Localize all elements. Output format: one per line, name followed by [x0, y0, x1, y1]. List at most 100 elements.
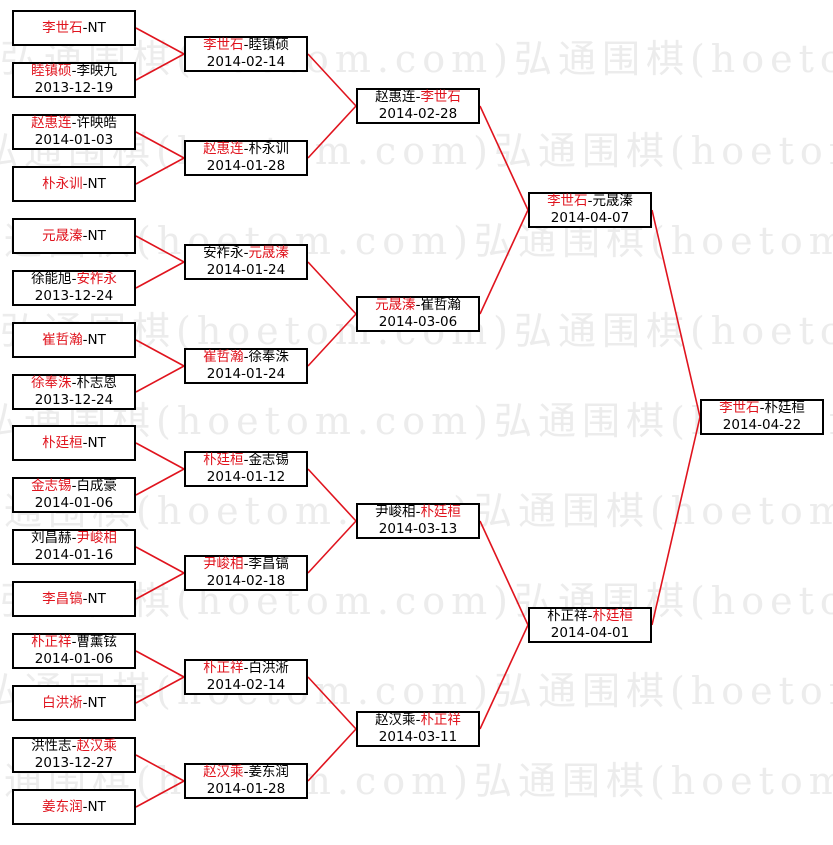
player-2: 许映皓	[76, 115, 117, 131]
player-1: 尹峻相	[203, 556, 244, 572]
player-2: 睦镇硕	[248, 37, 289, 53]
match-players: 朴廷桓-金志锡	[203, 452, 289, 469]
match-players: 崔哲瀚-徐奉洙	[203, 349, 289, 366]
separator: -	[82, 590, 88, 607]
match-players: 朴正祥-曹薰铉	[31, 634, 117, 651]
player-1: 元晟溱	[375, 297, 416, 313]
match-players: 安祚永-元晟溱	[203, 245, 289, 262]
player-1: 安祚永	[203, 245, 244, 261]
match-date: 2014-03-06	[378, 314, 458, 330]
match-players: 李世石-NT	[42, 20, 106, 37]
match-date: 2014-01-28	[206, 158, 286, 174]
separator: -	[243, 660, 249, 676]
player-2: 朴永训	[248, 141, 289, 157]
connector-line	[135, 365, 185, 393]
connector-line	[135, 53, 185, 81]
player-1: 崔哲瀚	[42, 331, 83, 348]
player-1: 刘昌赫	[31, 530, 72, 546]
player-2: NT	[87, 434, 106, 451]
connector-line	[135, 468, 185, 496]
match-players: 元晟溱-NT	[42, 228, 106, 245]
match-players: 李世石-朴廷桓	[719, 400, 805, 417]
connector-line	[651, 209, 701, 418]
connector-line	[135, 572, 185, 600]
separator: -	[243, 556, 249, 572]
connector-line	[307, 313, 357, 367]
player-1: 朴正祥	[31, 634, 72, 650]
separator: -	[243, 764, 249, 780]
match-date: 2013-12-24	[34, 392, 114, 408]
separator: -	[71, 530, 77, 546]
connector-line	[479, 209, 529, 315]
connector-line	[135, 339, 185, 367]
separator: -	[71, 738, 77, 754]
player-1: 白洪淅	[42, 694, 83, 711]
player-2: NT	[87, 19, 106, 36]
separator: -	[82, 331, 88, 348]
match-date: 2014-04-22	[722, 417, 802, 433]
match-players: 赵汉乘-姜东润	[203, 764, 289, 781]
player-2: 安祚永	[76, 271, 117, 287]
connector-line	[135, 131, 185, 159]
match-box: 李世石-NT	[12, 10, 136, 46]
match-players: 赵汉乘-朴正祥	[375, 712, 461, 729]
match-box: 朴廷桓-NT	[12, 425, 136, 461]
player-2: 朴廷桓	[764, 400, 805, 416]
separator: -	[71, 375, 77, 391]
match-date: 2014-01-24	[206, 262, 286, 278]
separator: -	[71, 63, 77, 79]
player-1: 李世石	[203, 37, 244, 53]
match-date: 2013-12-24	[34, 288, 114, 304]
player-1: 赵惠连	[31, 115, 72, 131]
connector-line	[307, 520, 357, 574]
match-players: 金志锡-白成豪	[31, 478, 117, 495]
player-2: 尹峻相	[76, 530, 117, 546]
player-2: 朴廷桓	[420, 504, 461, 520]
connector-line	[135, 650, 185, 678]
player-2: NT	[87, 694, 106, 711]
match-players: 尹峻相-朴廷桓	[375, 504, 461, 521]
player-2: 徐奉洙	[248, 349, 289, 365]
player-1: 元晟溱	[42, 227, 83, 244]
match-box: 崔哲瀚-NT	[12, 322, 136, 358]
connector-line	[135, 546, 185, 574]
player-2: 赵汉乘	[76, 738, 117, 754]
player-2: 曹薰铉	[76, 634, 117, 650]
connector-line	[135, 27, 185, 55]
connector-line	[135, 235, 185, 263]
match-players: 朴正祥-白洪淅	[203, 660, 289, 677]
match-date: 2014-02-28	[378, 106, 458, 122]
player-2: 白成豪	[76, 478, 117, 494]
player-2: 李世石	[420, 89, 461, 105]
connector-line	[307, 676, 357, 730]
match-date: 2014-04-01	[550, 625, 630, 641]
player-1: 朴廷桓	[42, 434, 83, 451]
separator: -	[243, 141, 249, 157]
match-players: 朴廷桓-NT	[42, 435, 106, 452]
match-date: 2013-12-27	[34, 755, 114, 771]
match-players: 赵惠连-李世石	[375, 89, 461, 106]
connector-line	[307, 105, 357, 159]
match-box: 朴永训-NT	[12, 166, 136, 202]
player-2: 朴正祥	[420, 712, 461, 728]
separator: -	[415, 712, 421, 728]
connector-line	[479, 624, 529, 730]
match-players: 睦镇硕-李映九	[31, 63, 117, 80]
match-date: 2013-12-19	[34, 80, 114, 96]
player-1: 崔哲瀚	[203, 349, 244, 365]
